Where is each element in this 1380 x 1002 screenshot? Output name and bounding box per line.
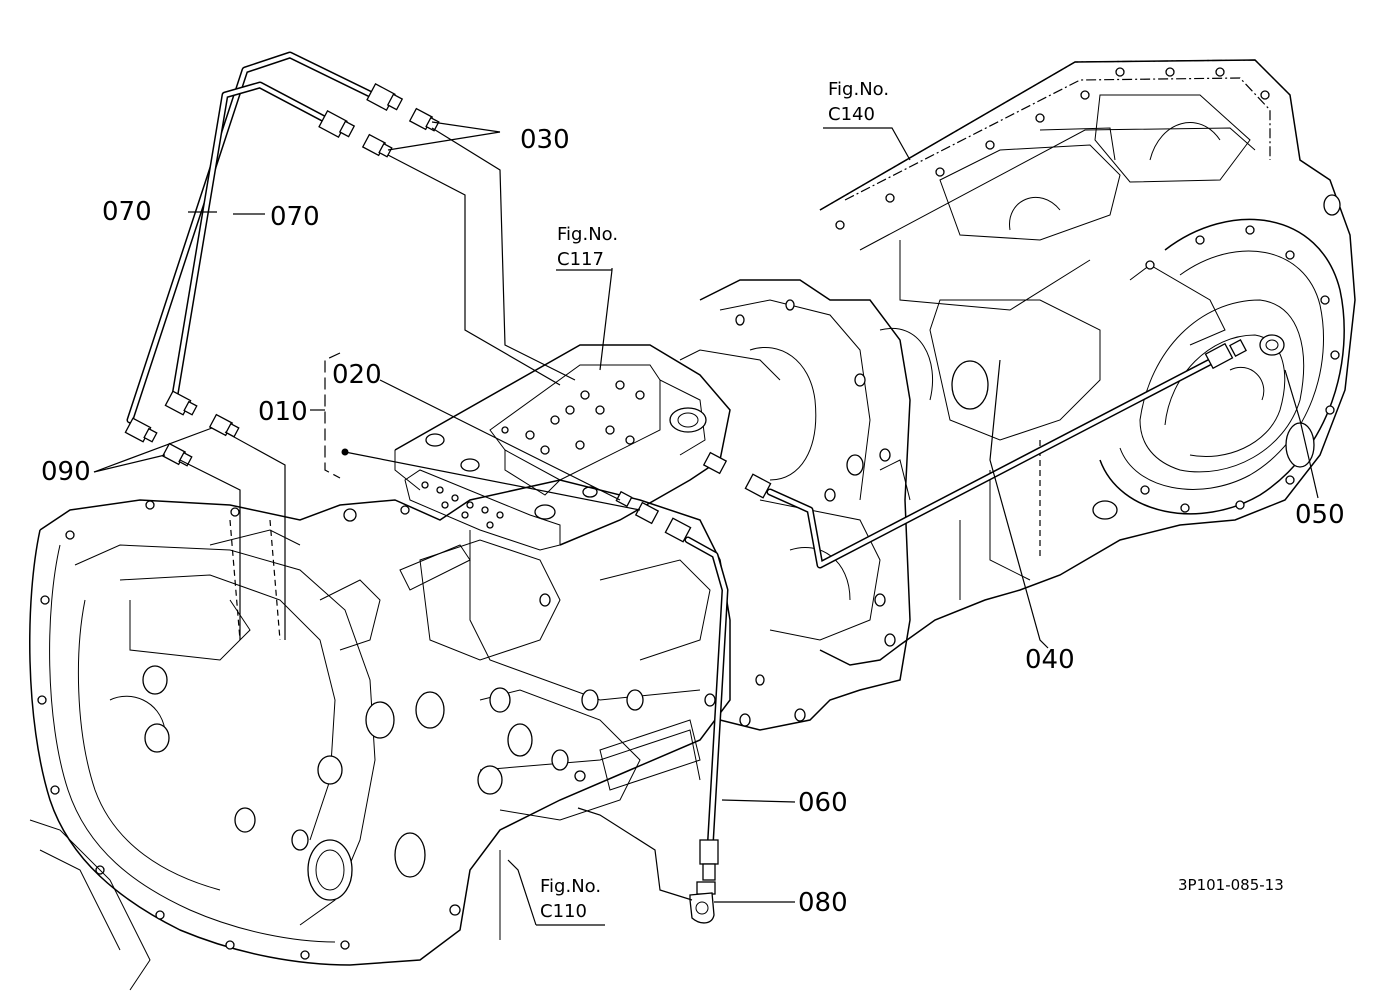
part-label-070-right: 070	[270, 202, 320, 232]
fitting-050	[1204, 334, 1285, 370]
fitting-valve-a	[634, 501, 660, 525]
leader-dot-020	[341, 448, 349, 456]
middle-transmission-case	[679, 279, 934, 731]
figref-c140-line1: Fig.No.	[828, 79, 889, 100]
figref-c140-line2: C140	[828, 104, 875, 125]
figref-c110-line2: C110	[540, 901, 587, 922]
fitting-090-b	[164, 390, 198, 416]
part-label-030: 030	[520, 125, 570, 155]
control-valve-block	[394, 344, 731, 551]
pipe-fittings	[124, 83, 1285, 924]
fitting-090-d	[208, 413, 240, 438]
fitting-valve-c	[702, 451, 728, 475]
figref-c117: Fig.No. C117	[556, 224, 618, 271]
hydraulic-pipes	[126, 51, 1214, 854]
fitting-020	[615, 490, 633, 508]
figref-c117-line2: C117	[557, 249, 604, 270]
part-label-020: 020	[332, 360, 382, 390]
fitting-030-b	[408, 107, 440, 132]
part-label-080: 080	[798, 888, 848, 918]
part-label-070-left: 070	[102, 197, 152, 227]
fitting-090-c	[161, 442, 193, 467]
fitting-030-c	[318, 110, 356, 138]
fitting-060-union	[699, 839, 719, 881]
part-label-040: 040	[1025, 645, 1075, 675]
drawing-code: 3P101-085-13	[1178, 876, 1284, 894]
part-label-090: 090	[41, 457, 91, 487]
fitting-valve-d	[744, 473, 772, 499]
part-label-050: 050	[1295, 500, 1345, 530]
figref-c117-line1: Fig.No.	[557, 224, 618, 245]
figref-c110: Fig.No. C110	[536, 876, 605, 926]
front-transmission-case	[29, 479, 731, 991]
fitting-090-a	[124, 417, 158, 443]
fitting-valve-b	[664, 517, 692, 543]
leader-lines	[93, 121, 1319, 926]
part-label-060: 060	[798, 788, 848, 818]
figref-c140: Fig.No. C140	[828, 79, 889, 125]
figref-c110-line1: Fig.No.	[540, 876, 601, 897]
fitting-030-d	[361, 133, 393, 158]
rear-transmission-case	[819, 59, 1356, 666]
part-label-010: 010	[258, 397, 308, 427]
fitting-080	[689, 881, 716, 924]
fitting-030-a	[366, 83, 404, 111]
